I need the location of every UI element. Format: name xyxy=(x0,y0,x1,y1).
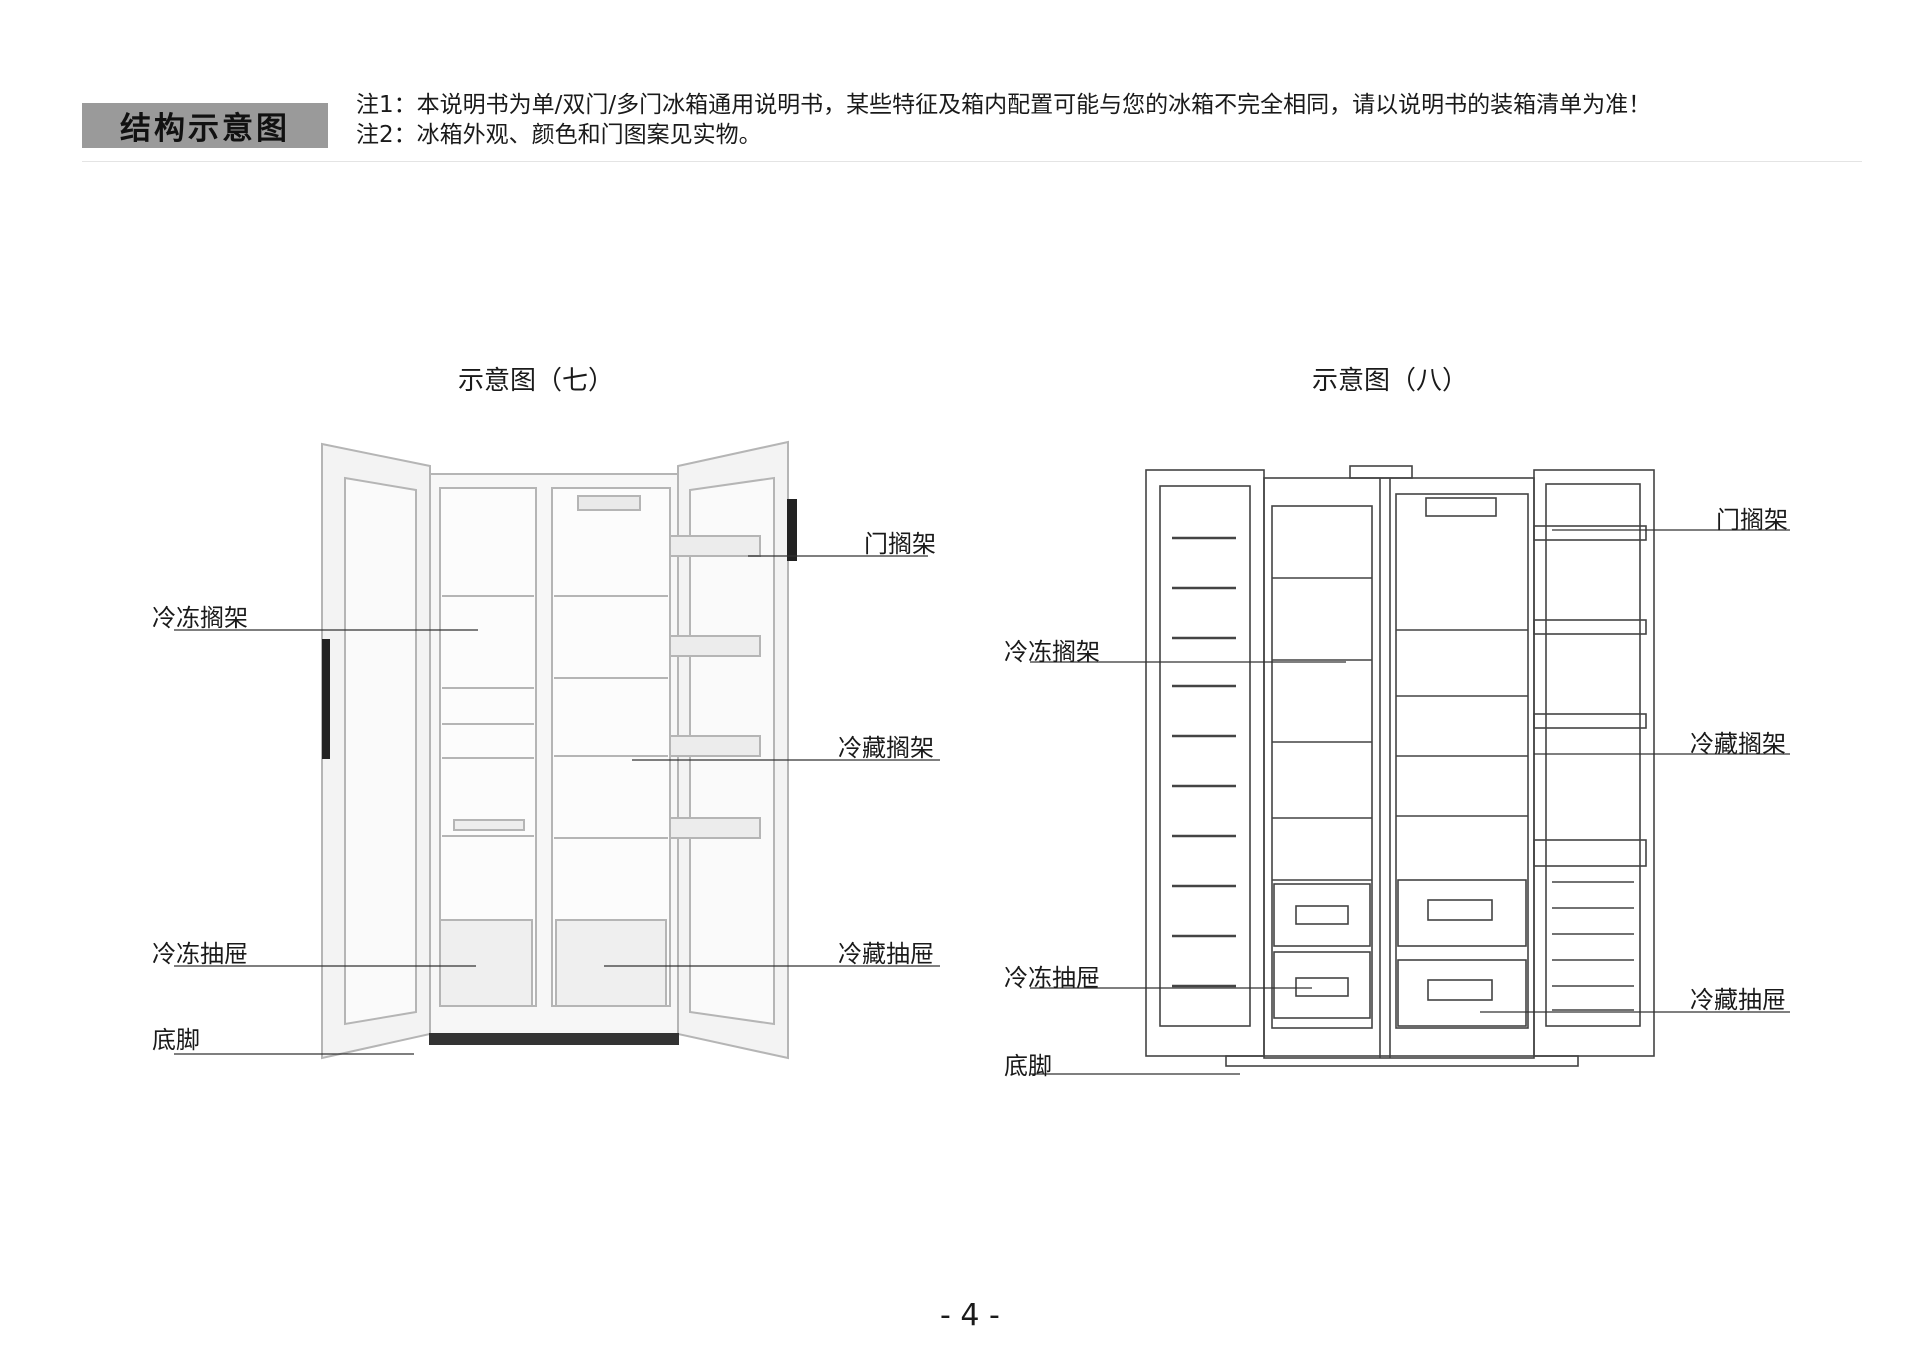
section-title-badge: 结构示意图 xyxy=(82,103,328,148)
fig7-label-door-shelf: 门搁架 xyxy=(864,530,936,558)
figure-7-caption: 示意图（七） xyxy=(458,366,615,396)
fig8-label-foot: 底脚 xyxy=(1004,1052,1052,1080)
fig7-label-foot: 底脚 xyxy=(152,1026,200,1054)
note-2: 注2：冰箱外观、颜色和门图案见实物。 xyxy=(356,122,762,148)
fig8-label-freezer-shelf: 冷冻搁架 xyxy=(1004,638,1100,666)
fig7-label-freezer-shelf: 冷冻搁架 xyxy=(152,604,248,632)
note-1: 注1：本说明书为单/双门/多门冰箱通用说明书，某些特征及箱内配置可能与您的冰箱不… xyxy=(356,92,1652,118)
fig8-label-door-shelf: 门搁架 xyxy=(1716,506,1788,534)
figure-8-caption: 示意图（八） xyxy=(1312,366,1469,396)
fig8-label-fridge-shelf: 冷藏搁架 xyxy=(1690,730,1786,758)
fig8-label-freezer-drawer: 冷冻抽屉 xyxy=(1004,964,1100,992)
fig7-label-fridge-drawer: 冷藏抽屉 xyxy=(838,940,934,968)
page-number: - 4 - xyxy=(940,1298,1000,1333)
header-divider xyxy=(82,161,1862,162)
fig8-label-fridge-drawer: 冷藏抽屉 xyxy=(1690,986,1786,1014)
fig7-label-freezer-drawer: 冷冻抽屉 xyxy=(152,940,248,968)
fig7-label-fridge-shelf: 冷藏搁架 xyxy=(838,734,934,762)
